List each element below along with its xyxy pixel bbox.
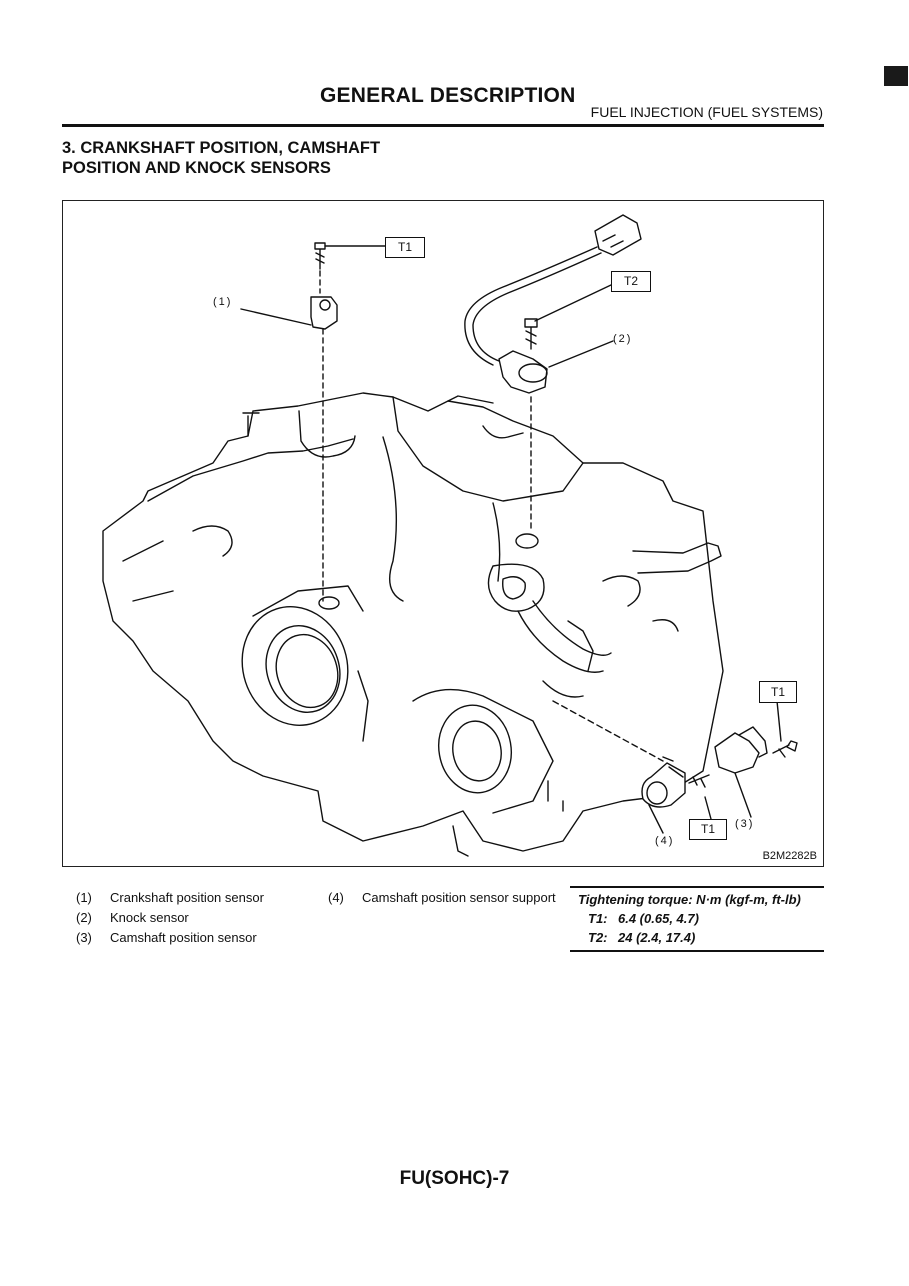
legend-item: (1)Crankshaft position sensor [76,890,264,905]
crank-pulley-outer [241,606,349,726]
camshaft-sensor-arm [738,726,768,758]
page-title: GENERAL DESCRIPTION [320,84,576,107]
engine-sensor-diagram: T1 T2 T1 T1 (1) (2) (3) (4) B2M2282B [62,200,824,867]
torque-box-cam: T1 [759,681,797,703]
legend-col-1: (1)Crankshaft position sensor (2)Knock s… [76,888,264,948]
torque-heading: Tightening torque: N·m (kgf-m, ft-lb) [578,892,801,907]
crank-pulley-ring [265,625,341,713]
torque-box-knock: T2 [611,271,651,292]
oil-filter-mount [542,620,594,698]
legend-item: (3)Camshaft position sensor [76,930,257,945]
c1-leader [240,308,312,326]
legend-item: (4)Camshaft position sensor support [328,890,556,905]
block-ribs [122,525,679,632]
c3-leader [734,772,752,818]
section-name: FUEL INJECTION (FUEL SYSTEMS) [590,104,823,120]
callout-3: (3) [735,818,755,830]
cam-support-bore [646,781,668,805]
section-heading: 3. CRANKSHAFT POSITION, CAMSHAFT POSITIO… [62,138,380,178]
engine-illustration [102,214,798,857]
t2-leader [534,284,612,322]
knock-sensor-connector [594,214,642,256]
section-tab-mark [884,66,908,86]
timing-cover [412,688,554,814]
torque-box-support: T1 [689,819,727,840]
crank-pulley-hub [275,633,339,709]
water-pipe [517,600,612,673]
callout-1: (1) [213,296,233,308]
head-detail-a [242,410,356,458]
knock-sensor-seat [515,533,539,549]
callout-2: (2) [613,333,633,345]
t1-cam-leader [776,700,782,742]
side-pipe [632,542,722,574]
section-heading-line-1: 3. CRANKSHAFT POSITION, CAMSHAFT [62,139,381,157]
camshaft-sensor-body [714,732,760,774]
crankshaft-sensor-hole [318,596,340,610]
c4-leader [648,804,664,834]
camshaft-sensor-bolt [772,740,798,758]
crankshaft-sensor-port [319,299,331,311]
cylinder-head-left [147,438,354,502]
knock-sensor-bolt [524,318,538,350]
torque-row: T2:24 (2.4, 17.4) [588,930,696,945]
engine-block-outline [102,392,724,852]
cam-axis [552,700,664,762]
tightening-torque-table: Tightening torque: N·m (kgf-m, ft-lb) T1… [570,886,824,952]
thermostat-housing [487,563,545,612]
crankshaft-sensor-body [310,296,338,330]
head-detail-b [447,395,524,439]
header-rule [62,124,824,127]
intake-runner [382,436,501,602]
knock-sensor-top [518,363,548,383]
callout-4: (4) [655,835,675,847]
pulley-shroud [252,585,369,742]
knock-sensor-body [498,350,548,394]
bottom-tabs [452,780,564,857]
torque-box-top: T1 [385,237,425,258]
crankshaft-sensor-bolt [314,242,326,270]
cam-support-bolts [662,756,710,788]
figure-code: B2M2282B [762,850,817,862]
timing-cover-outer [438,704,512,794]
timing-cover-inner [452,720,502,782]
legend-col-2: (4)Camshaft position sensor support [328,888,556,908]
legend-item: (2)Knock sensor [76,910,189,925]
knock-sensor-cable [464,246,602,366]
page-number: FU(SOHC)-7 [399,1168,510,1189]
torque-row: T1:6.4 (0.65, 4.7) [588,911,699,926]
c2-leader [548,340,614,368]
crankshaft-sensor-axis [319,270,324,602]
cylinder-head-right [392,396,584,502]
section-heading-line-2: POSITION AND KNOCK SENSORS [62,159,331,177]
t1-support-leader [704,796,712,820]
